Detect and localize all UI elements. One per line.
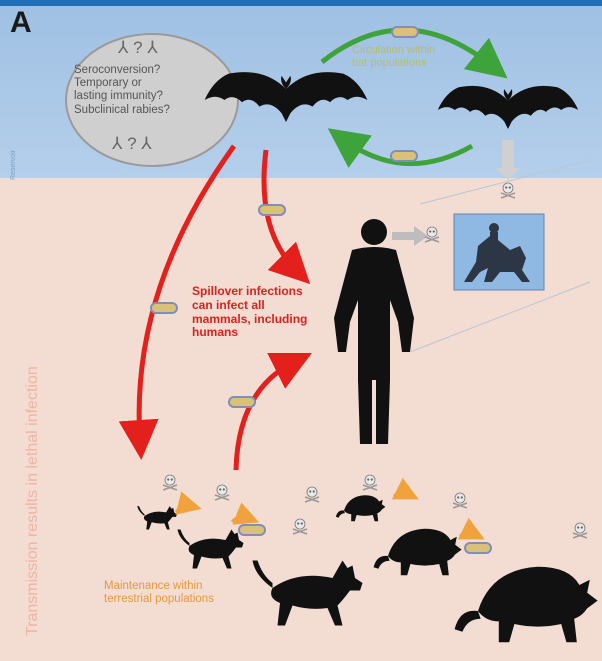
question-text: Seroconversion? Temporary or lasting imm… xyxy=(74,64,234,117)
spillover-label-line: humans xyxy=(192,326,342,340)
maintenance-label-line: terrestrial populations xyxy=(104,593,274,606)
virus-icon xyxy=(239,525,265,535)
circulation-label: Circulation within bat populations xyxy=(352,44,482,69)
side-label: Transmission results in lethal infection xyxy=(24,366,42,636)
virus-icon xyxy=(465,543,491,553)
question-line: Temporary or xyxy=(74,77,234,90)
question-line: Seroconversion? xyxy=(74,64,234,77)
virus-icon xyxy=(151,303,177,313)
question-line: Subclinical rabies? xyxy=(74,104,234,117)
virus-icon xyxy=(391,151,417,161)
spillover-label: Spillover infections can infect all mamm… xyxy=(192,285,342,340)
question-line: lasting immunity? xyxy=(74,90,234,103)
maintenance-label: Maintenance within terrestrial populatio… xyxy=(104,580,274,606)
question-glyph-bottom: ⅄ ? ⅄ xyxy=(112,134,152,154)
virus-icon xyxy=(392,27,418,37)
question-glyph-top: ⅄ ? ⅄ xyxy=(118,38,158,58)
panel-label: A xyxy=(10,6,32,41)
spillover-label-line: Spillover infections xyxy=(192,285,342,299)
statue-photo xyxy=(454,214,544,290)
circulation-label-line: bat populations xyxy=(352,57,482,70)
maintenance-label-line: Maintenance within xyxy=(104,580,274,593)
circulation-label-line: Circulation within xyxy=(352,44,482,57)
spillover-label-line: mammals, including xyxy=(192,313,342,327)
top-header-strip xyxy=(0,0,602,6)
virus-icon xyxy=(229,397,255,407)
virus-icon xyxy=(259,205,285,215)
spillover-label-line: can infect all xyxy=(192,299,342,313)
reservoir-label: Reservoir xyxy=(10,150,17,180)
side-label-container: Transmission results in lethal infection xyxy=(4,196,44,636)
